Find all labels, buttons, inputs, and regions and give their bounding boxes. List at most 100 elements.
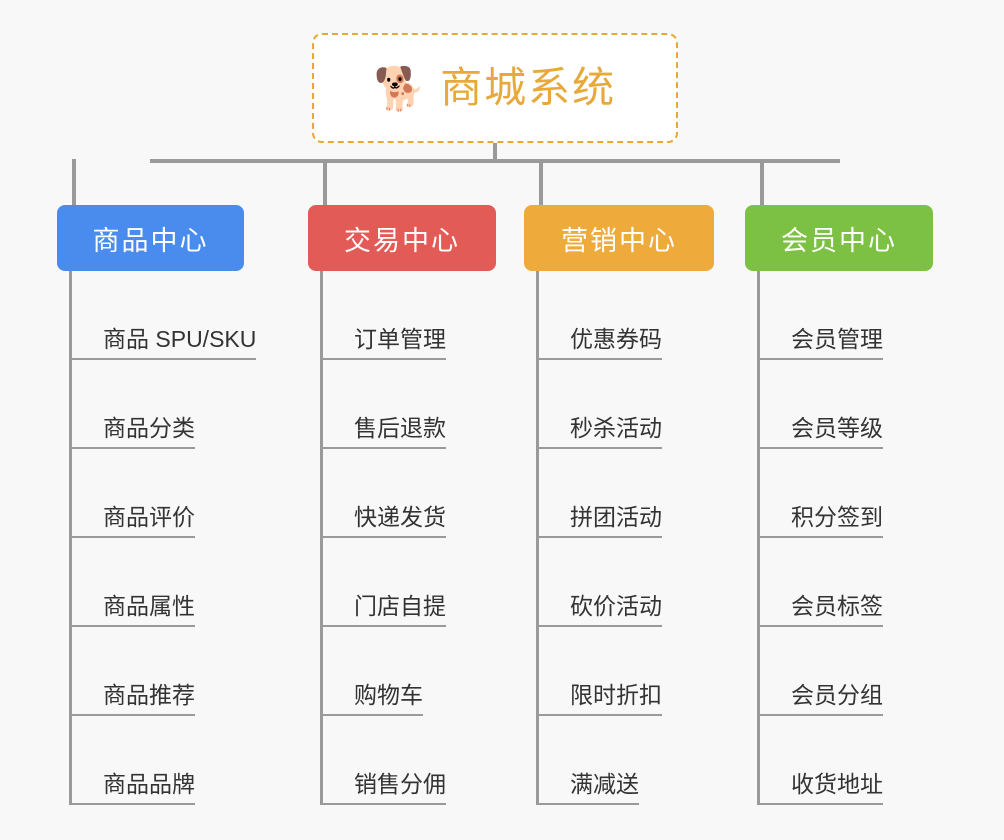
connector-item-stub (320, 447, 354, 449)
branch-item-label: 秒杀活动 (570, 417, 662, 449)
branch-item[interactable]: 满减送 (536, 716, 714, 805)
branch-item[interactable]: 会员分组 (757, 627, 933, 716)
connector-drop-2 (323, 159, 327, 205)
branch-item[interactable]: 商品分类 (69, 360, 244, 449)
branch-item[interactable]: 秒杀活动 (536, 360, 714, 449)
branch-item[interactable]: 订单管理 (320, 271, 496, 360)
branch-item[interactable]: 商品属性 (69, 538, 244, 627)
branch-item-label: 商品评价 (103, 506, 195, 538)
branch-header-label: 商品中心 (92, 225, 209, 256)
connector-item-stub (320, 803, 354, 805)
branch-item-list-2: 订单管理售后退款快递发货门店自提购物车销售分佣 (320, 271, 496, 805)
connector-root-stem (493, 143, 497, 163)
branch-item[interactable]: 商品 SPU/SKU (69, 271, 257, 360)
connector-item-stub (69, 358, 103, 360)
branch-item-label: 限时折扣 (570, 684, 662, 716)
branch-item[interactable]: 砍价活动 (536, 538, 714, 627)
branch-item-label: 快递发货 (354, 506, 446, 538)
branch-item[interactable]: 收货地址 (757, 716, 933, 805)
connector-item-stub (320, 714, 354, 716)
branch-item-label: 购物车 (354, 684, 423, 716)
connector-item-stub (536, 536, 570, 538)
connector-item-stub (320, 536, 354, 538)
connector-item-stub (757, 714, 791, 716)
connector-item-stub (757, 447, 791, 449)
branch-item[interactable]: 限时折扣 (536, 627, 714, 716)
branch-item[interactable]: 售后退款 (320, 360, 496, 449)
connector-trunk-4 (757, 271, 760, 805)
branch-item-label: 满减送 (570, 773, 639, 805)
branch-header-label: 交易中心 (344, 225, 460, 256)
connector-item-stub (536, 358, 570, 360)
branch-item[interactable]: 销售分佣 (320, 716, 496, 805)
branch-item-label: 订单管理 (354, 328, 446, 360)
branch-header-label: 营销中心 (561, 225, 677, 256)
connector-item-stub (757, 625, 791, 627)
branch-item-list-4: 会员管理会员等级积分签到会员标签会员分组收货地址 (757, 271, 933, 805)
connector-item-stub (536, 714, 570, 716)
root-title: 商城系统 (440, 64, 617, 111)
branch-header-3[interactable]: 营销中心 (524, 205, 714, 271)
branch-item-label: 商品 SPU/SKU (103, 328, 257, 360)
branch-item-label: 优惠券码 (570, 328, 662, 360)
branch-header-2[interactable]: 交易中心 (308, 205, 496, 271)
connector-item-stub (536, 625, 570, 627)
connector-item-stub (69, 536, 103, 538)
branch-item[interactable]: 会员等级 (757, 360, 933, 449)
branch-item[interactable]: 积分签到 (757, 449, 933, 538)
branch-item[interactable]: 商品评价 (69, 449, 244, 538)
connector-item-stub (69, 447, 103, 449)
connector-horizontal-bar (150, 159, 840, 163)
connector-trunk-1 (69, 271, 72, 805)
branch-column-2: 交易中心订单管理售后退款快递发货门店自提购物车销售分佣 (308, 205, 496, 805)
branch-header-label: 会员中心 (781, 225, 897, 256)
branch-item-label: 商品推荐 (103, 684, 195, 716)
branch-item-label: 砍价活动 (570, 595, 662, 627)
branch-item[interactable]: 商品推荐 (69, 627, 244, 716)
branch-item[interactable]: 会员管理 (757, 271, 933, 360)
branch-column-3: 营销中心优惠券码秒杀活动拼团活动砍价活动限时折扣满减送 (524, 205, 714, 805)
connector-item-stub (69, 625, 103, 627)
branch-item[interactable]: 优惠券码 (536, 271, 714, 360)
branch-item[interactable]: 拼团活动 (536, 449, 714, 538)
connector-item-stub (536, 447, 570, 449)
shiba-dog-icon: 🐕 (373, 65, 427, 112)
connector-item-stub (320, 358, 354, 360)
branch-item-label: 商品品牌 (103, 773, 195, 805)
connector-item-stub (320, 625, 354, 627)
branch-item-list-1: 商品 SPU/SKU 商品分类商品评价商品属性商品推荐商品品牌 (69, 271, 257, 805)
branch-item-label: 售后退款 (354, 417, 446, 449)
branch-item-list-3: 优惠券码秒杀活动拼团活动砍价活动限时折扣满减送 (536, 271, 714, 805)
root-node[interactable]: 🐕 商城系统 (312, 33, 678, 143)
branch-item-label: 会员管理 (791, 328, 883, 360)
connector-item-stub (757, 536, 791, 538)
branch-item[interactable]: 会员标签 (757, 538, 933, 627)
connector-drop-4 (760, 159, 764, 205)
connector-item-stub (757, 358, 791, 360)
branch-item-label: 商品分类 (103, 417, 195, 449)
branch-item-label: 拼团活动 (570, 506, 662, 538)
connector-trunk-3 (536, 271, 539, 805)
branch-item-label: 门店自提 (354, 595, 446, 627)
connector-item-stub (69, 714, 103, 716)
connector-item-stub (536, 803, 570, 805)
branch-header-1[interactable]: 商品中心 (57, 205, 244, 271)
branch-column-1: 商品中心商品 SPU/SKU 商品分类商品评价商品属性商品推荐商品品牌 (57, 205, 257, 805)
branch-item-label: 会员标签 (791, 595, 883, 627)
branch-column-4: 会员中心会员管理会员等级积分签到会员标签会员分组收货地址 (745, 205, 933, 805)
branch-item-label: 销售分佣 (354, 773, 446, 805)
branch-item-label: 收货地址 (791, 773, 883, 805)
branch-item-label: 会员分组 (791, 684, 883, 716)
branch-item[interactable]: 商品品牌 (69, 716, 244, 805)
connector-item-stub (69, 803, 103, 805)
connector-item-stub (757, 803, 791, 805)
branch-item-label: 会员等级 (791, 417, 883, 449)
connector-drop-3 (539, 159, 543, 205)
branch-item-label: 积分签到 (791, 506, 883, 538)
branch-item[interactable]: 门店自提 (320, 538, 496, 627)
branch-item[interactable]: 快递发货 (320, 449, 496, 538)
branch-item[interactable]: 购物车 (320, 627, 496, 716)
branch-header-4[interactable]: 会员中心 (745, 205, 933, 271)
connector-trunk-2 (320, 271, 323, 805)
